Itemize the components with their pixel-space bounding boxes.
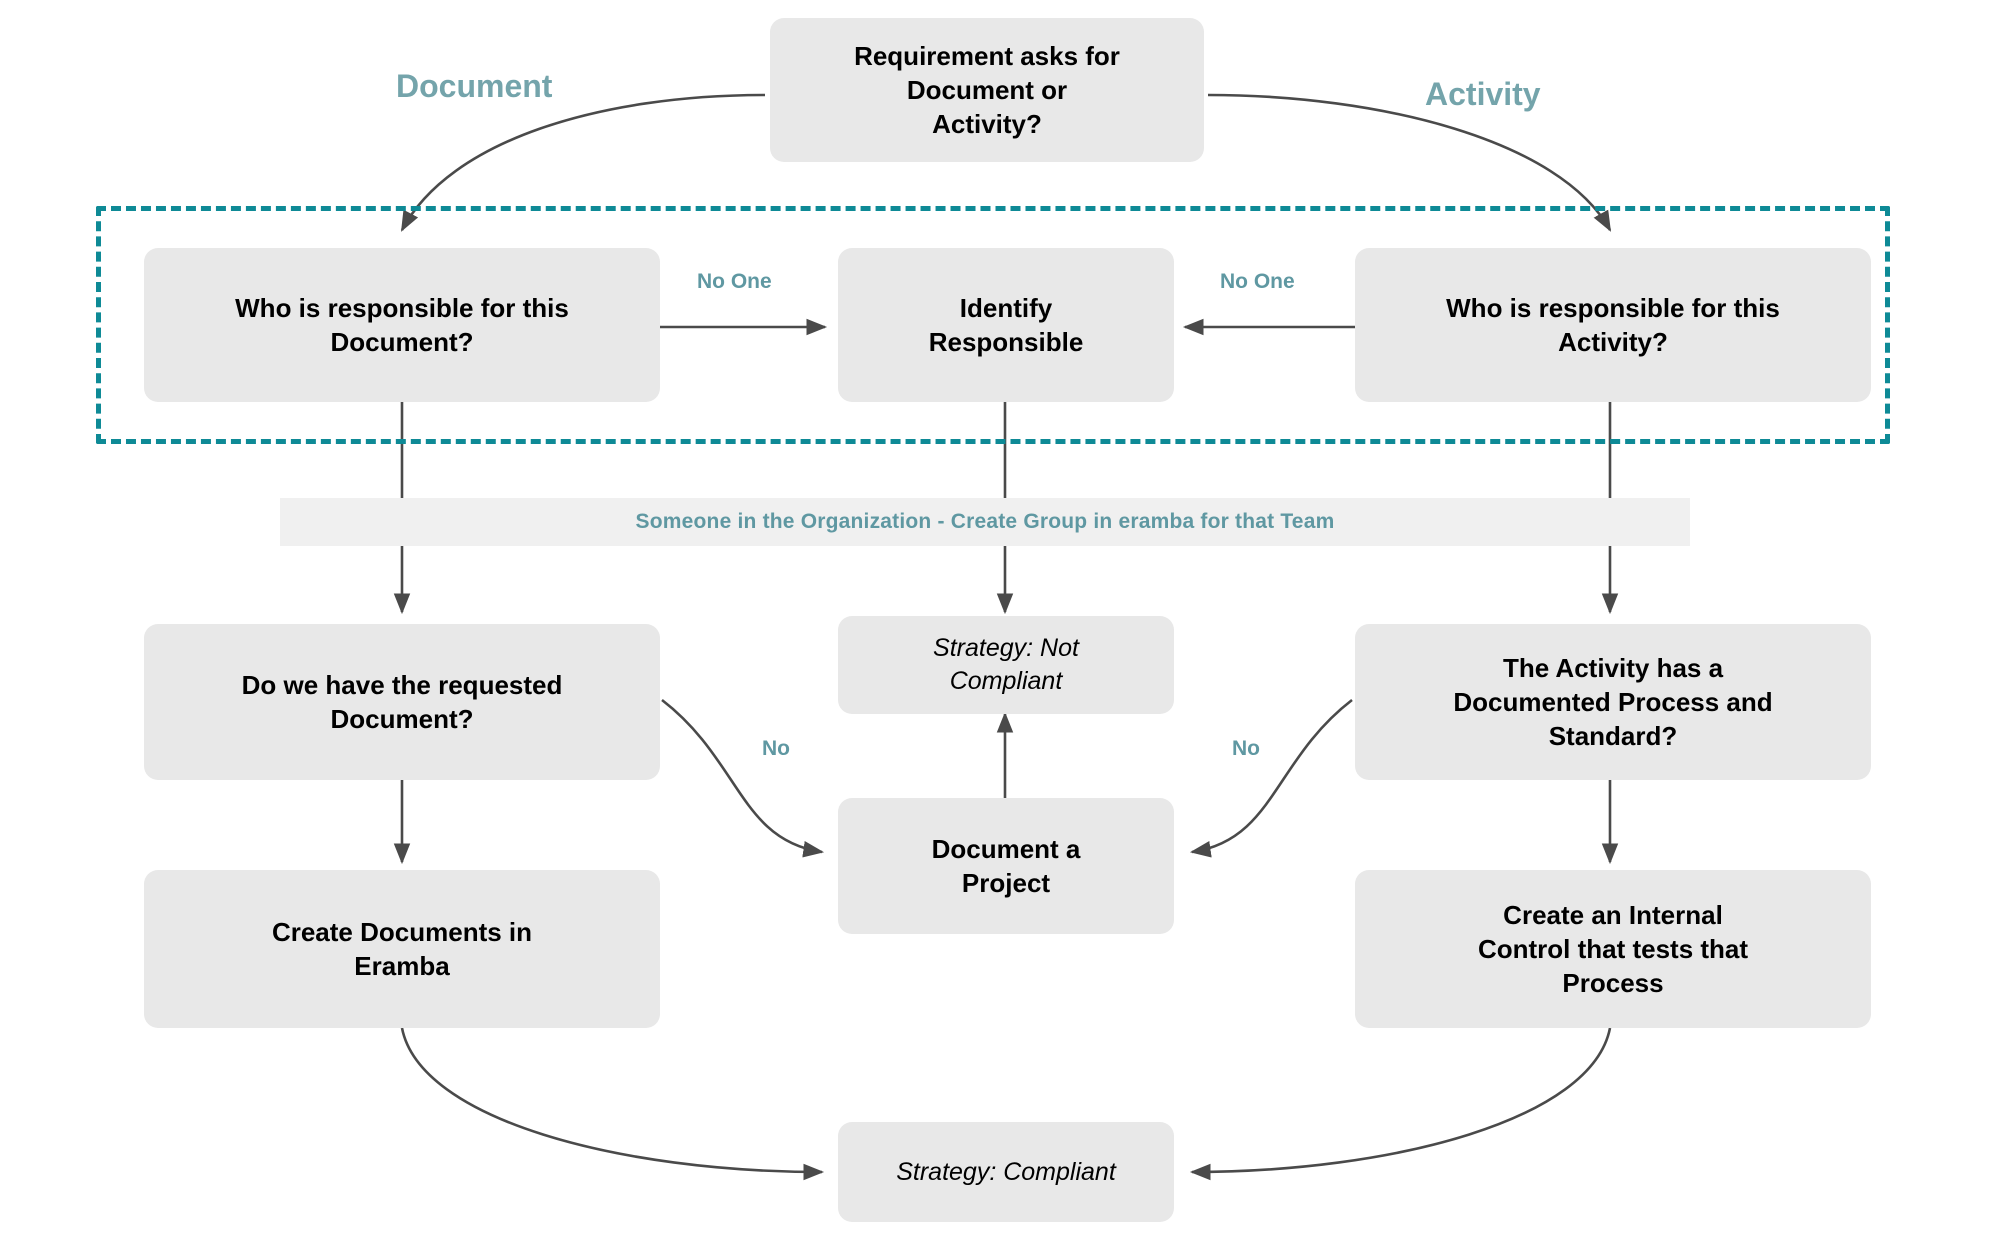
- node-strategy-not-compliant[interactable]: Strategy: Not Compliant: [838, 616, 1174, 714]
- node-create-documents-eramba[interactable]: Create Documents in Eramba: [144, 870, 660, 1028]
- node-identify-responsible[interactable]: Identify Responsible: [838, 248, 1174, 402]
- node-document-a-project[interactable]: Document a Project: [838, 798, 1174, 934]
- node-have-requested-document[interactable]: Do we have the requested Document?: [144, 624, 660, 780]
- node-strategy-compliant[interactable]: Strategy: Compliant: [838, 1122, 1174, 1222]
- edge-have-doc-to-project: [661, 698, 825, 858]
- node-activity-documented[interactable]: The Activity has a Documented Process an…: [1355, 624, 1871, 780]
- edge-control-to-compliant: [1189, 1027, 1612, 1181]
- edge-label-no-left: No: [762, 737, 790, 760]
- responsibility-group-box: [96, 206, 1890, 444]
- branch-label-document: Document: [396, 68, 553, 104]
- edge-documented-to-project: [1189, 698, 1353, 858]
- node-requirement-asks[interactable]: Requirement asks for Document or Activit…: [770, 18, 1204, 162]
- edge-label-no-one-right: No One: [1220, 270, 1295, 293]
- node-who-responsible-document[interactable]: Who is responsible for this Document?: [144, 248, 660, 402]
- organization-banner: Someone in the Organization - Create Gro…: [280, 498, 1690, 546]
- edge-create-docs-to-compliant: [400, 1027, 825, 1181]
- edge-label-no-one-left: No One: [697, 270, 772, 293]
- node-who-responsible-activity[interactable]: Who is responsible for this Activity?: [1355, 248, 1871, 402]
- edge-label-no-right: No: [1232, 737, 1260, 760]
- node-create-internal-control[interactable]: Create an Internal Control that tests th…: [1355, 870, 1871, 1028]
- branch-label-activity: Activity: [1425, 76, 1541, 112]
